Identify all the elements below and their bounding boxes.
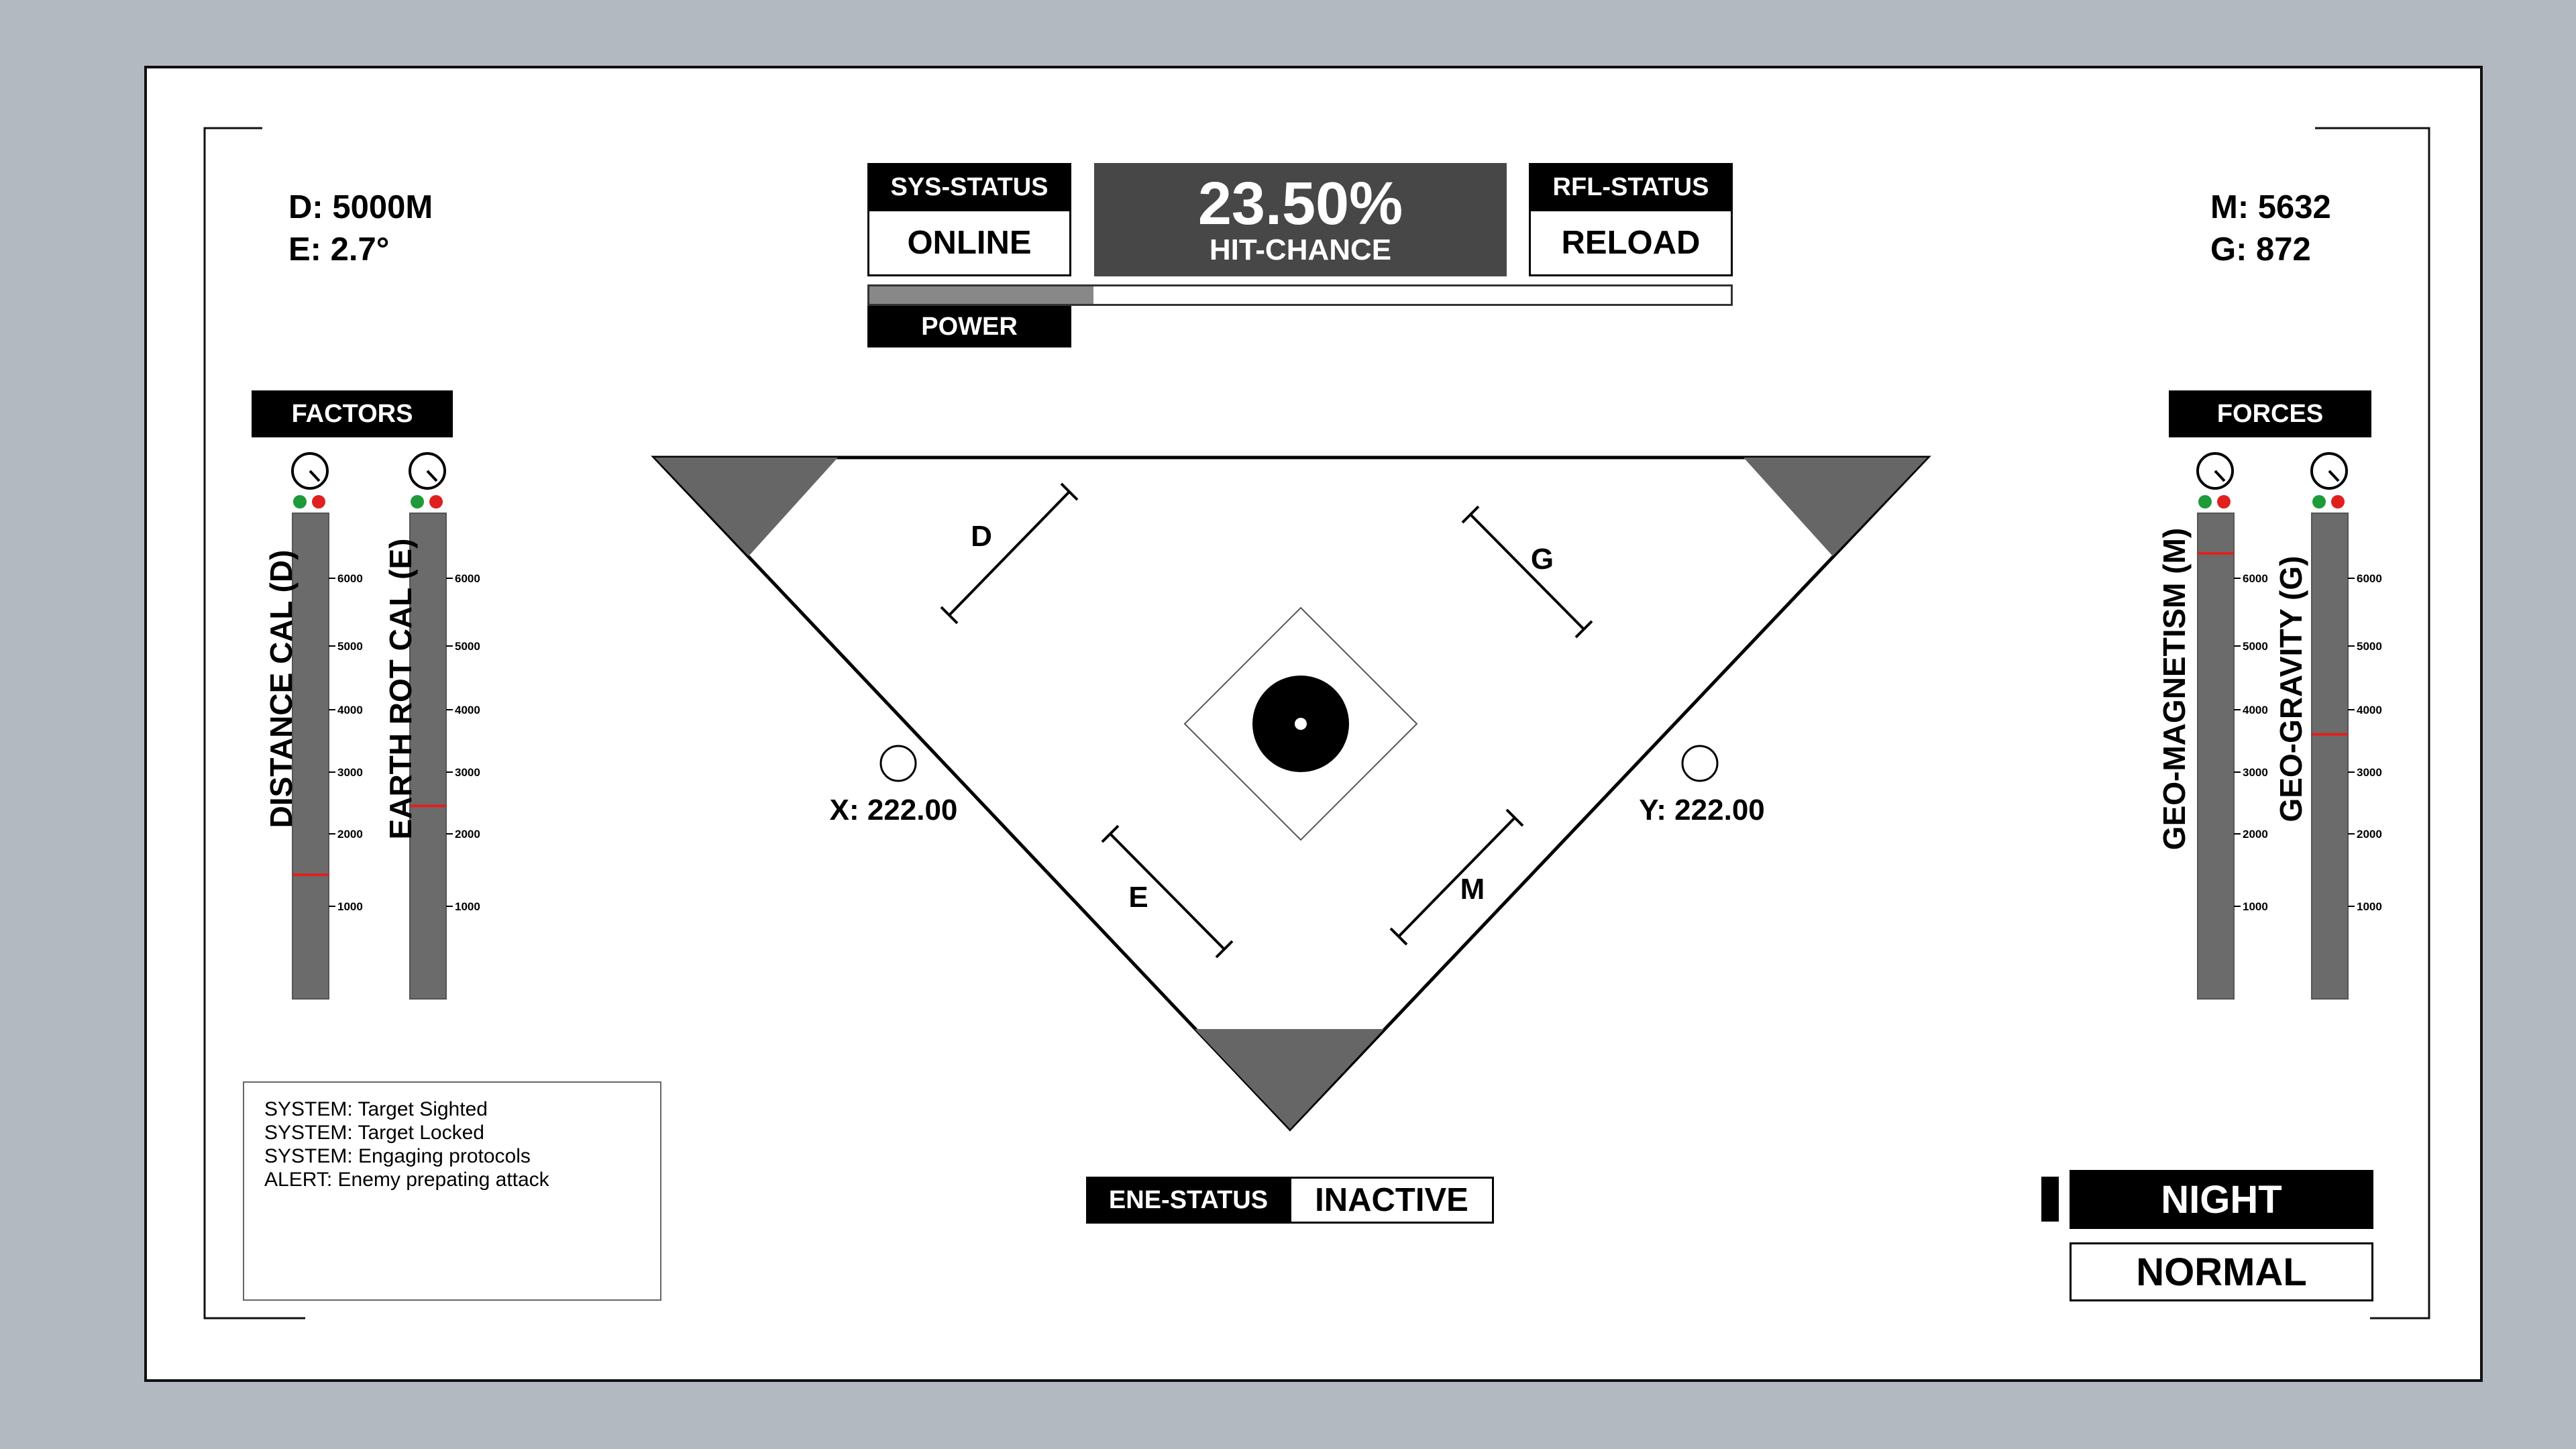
log-line: SYSTEM: Engaging protocols (264, 1145, 531, 1167)
gauge-tick-label: 6000 (455, 572, 480, 585)
gauge-column (2311, 513, 2349, 1000)
gauge-tick-label: 5000 (455, 640, 480, 653)
earth-rot-cal-label: EARTH ROT CAL (E) (383, 538, 418, 840)
bracket-g[interactable] (1461, 505, 1593, 639)
gauge-tick-label: 1000 (455, 900, 480, 913)
gauge-tick-label: 1000 (337, 900, 363, 913)
ene-status-label: ENE-STATUS (1086, 1177, 1291, 1224)
bracket-e[interactable] (1101, 824, 1234, 959)
gauge-column (292, 513, 329, 1000)
status-led-green (411, 495, 424, 508)
gauge-tick-label: 5000 (2357, 640, 2382, 653)
night-mode-button[interactable]: NIGHT (2070, 1170, 2373, 1229)
gauge-column (2197, 513, 2235, 1000)
gauge-tick-label: 1000 (2357, 900, 2382, 913)
status-led-red (312, 495, 325, 508)
gauge-tick-label: 3000 (2357, 766, 2382, 779)
elevation-readout: E: 2.7° (288, 231, 390, 268)
status-led-red (2331, 495, 2345, 508)
gauge-tick-label: 6000 (2243, 572, 2268, 585)
dial-needle (426, 470, 438, 482)
bracket-m-label: M (1460, 873, 1485, 906)
bracket-m[interactable] (1389, 808, 1524, 946)
gauge-column (409, 513, 447, 1000)
mode-indicator (2041, 1177, 2059, 1222)
gauge-tick-label: 2000 (2357, 828, 2382, 841)
status-led-green (2312, 495, 2326, 508)
gauge-tick-label: 4000 (2243, 704, 2268, 716)
hit-chance-value: 23.50% (1197, 170, 1403, 237)
gauge-tick-label: 3000 (455, 766, 480, 779)
log-line: SYSTEM: Target Sighted (264, 1098, 488, 1120)
bracket-g-label: G (1531, 543, 1554, 576)
bracket-e-label: E (1128, 881, 1148, 914)
status-led-red (429, 495, 443, 508)
gauge-tick-label: 3000 (2243, 766, 2268, 779)
y-indicator-circle[interactable] (1681, 745, 1719, 782)
frame-corners (203, 127, 2430, 1320)
power-bar (867, 284, 1733, 306)
gauge-tick-label: 6000 (337, 572, 363, 585)
dial-needle (2214, 470, 2226, 482)
power-label: POWER (867, 306, 1071, 347)
status-led-green (293, 495, 307, 508)
hud-panel: D G E M X: 222.00 Y: 222.00 6000 5000 4000… (144, 66, 2483, 1382)
geo-gravity-label: GEO-GRAVITY (G) (2273, 555, 2308, 822)
gauge-tick-label: 4000 (455, 704, 480, 716)
rfl-status-value: RELOAD (1529, 209, 1733, 276)
status-led-green (2198, 495, 2212, 508)
triangle-corner-bottom (1195, 1029, 1384, 1129)
hit-chance-label: HIT-CHANCE (1209, 233, 1392, 266)
ene-status-value: INACTIVE (1289, 1177, 1494, 1224)
gauge-tick-label: 2000 (337, 828, 363, 841)
x-readout: X: 222.00 (830, 794, 958, 826)
gauge-tick-label: 3000 (337, 766, 363, 779)
system-log: SYSTEM: Target Sighted SYSTEM: Target Lo… (243, 1081, 661, 1301)
target-reticle[interactable] (1183, 606, 1418, 841)
distance-readout: D: 5000M (288, 189, 433, 225)
dial-needle (2328, 470, 2340, 482)
gauge-tick-label: 2000 (455, 828, 480, 841)
hud-graphics: D G E M X: 222.00 Y: 222.00 6000 5000 4000… (203, 127, 2430, 1320)
log-line: SYSTEM: Target Locked (264, 1122, 484, 1144)
sys-status-value: ONLINE (867, 209, 1071, 276)
status-led-red (2217, 495, 2231, 508)
triangle-corner-right (1743, 458, 1927, 556)
gauge-tick-label: 5000 (2243, 640, 2268, 653)
gauge-tick-label: 5000 (337, 640, 363, 653)
x-indicator-circle[interactable] (879, 745, 917, 782)
rfl-status-label: RFL-STATUS (1529, 163, 1733, 211)
gauge-tick-label: 6000 (2357, 572, 2382, 585)
y-readout: Y: 222.00 (1639, 794, 1765, 826)
hit-chance-box: 23.50% HIT-CHANCE (1094, 163, 1507, 276)
gauge-tick-label: 4000 (337, 704, 363, 716)
gauge-tick-label: 4000 (2357, 704, 2382, 716)
factors-title: FACTORS (252, 390, 453, 437)
gauge-tick-label: 2000 (2243, 828, 2268, 841)
triangle-corner-left (655, 458, 838, 556)
gauge-layer: 6000 5000 4000 3000 2000 1000 6000 5000 4000 3000… (291, 452, 2382, 1000)
distance-cal-label: DISTANCE CAL (D) (264, 549, 299, 828)
forces-title: FORCES (2169, 390, 2371, 437)
bracket-d[interactable] (940, 482, 1079, 625)
magnetism-readout: M: 5632 (2210, 189, 2331, 225)
gravity-readout: G: 872 (2210, 231, 2311, 268)
power-bar-fill (869, 286, 1093, 304)
normal-mode-button[interactable]: NORMAL (2070, 1242, 2373, 1301)
gauge-tick-label: 1000 (2243, 900, 2268, 913)
log-line: ALERT: Enemy prepating attack (264, 1169, 549, 1191)
bracket-d-label: D (971, 520, 992, 553)
dial-needle (309, 470, 321, 482)
sys-status-label: SYS-STATUS (867, 163, 1071, 211)
geo-magnetism-label: GEO-MAGNETISM (M) (2157, 527, 2192, 851)
